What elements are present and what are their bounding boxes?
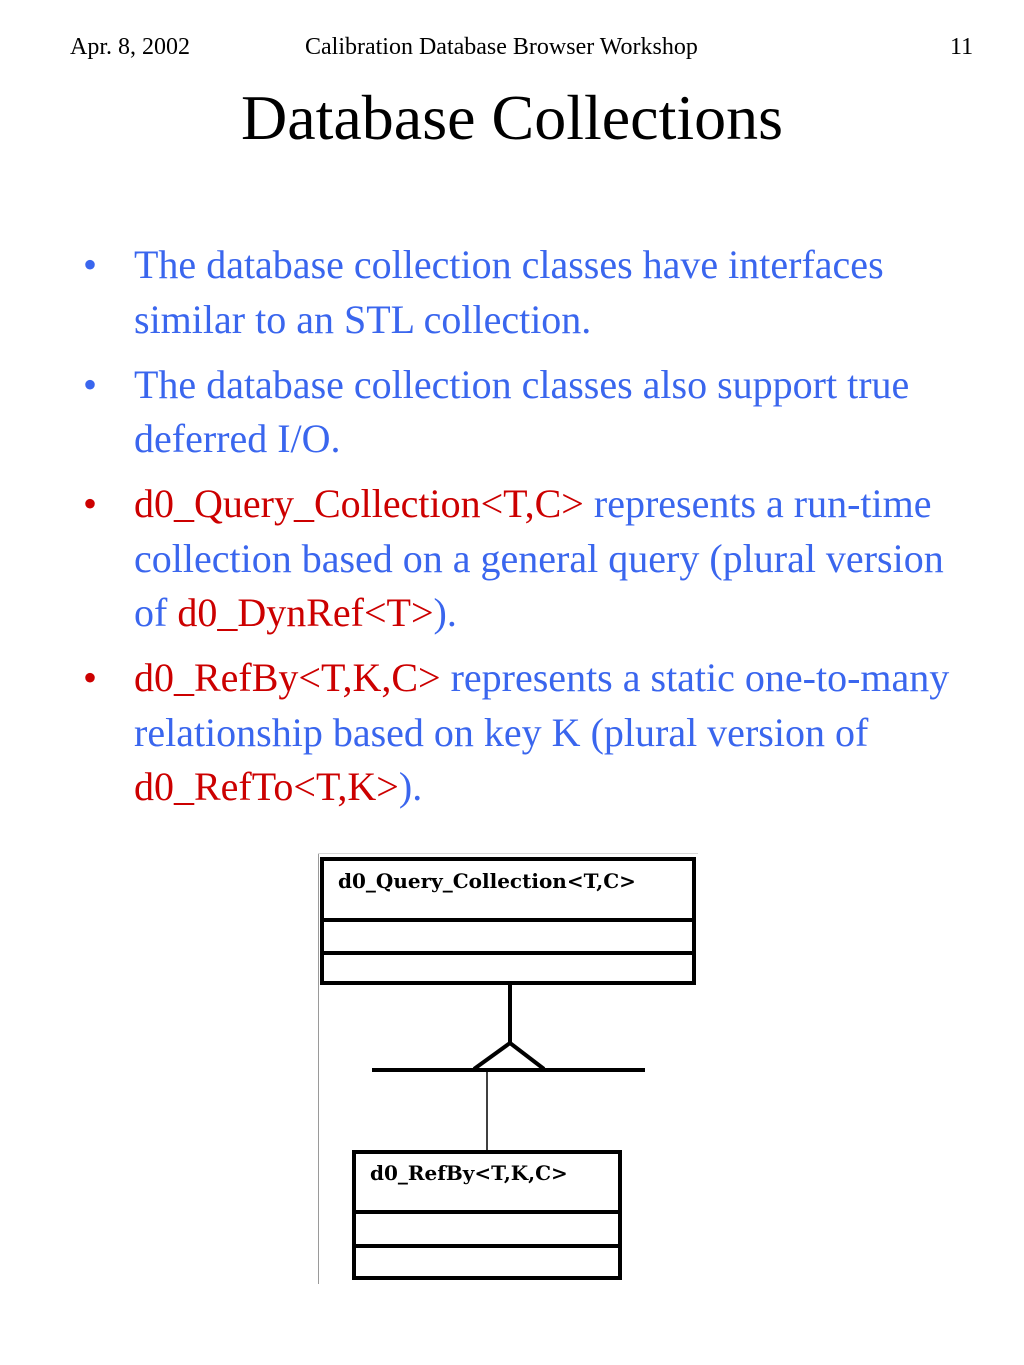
bullet-text: represents a run-time collection based o…: [134, 481, 944, 635]
generalization-arrow: [372, 985, 645, 1151]
code-reference: d0_RefBy<T,K,C>: [134, 655, 441, 700]
bullet-dot-icon: •: [83, 361, 98, 407]
bullet-item: • d0_RefBy<T,K,C> represents a static one…: [0, 651, 1024, 815]
bullet-item: • The database collection classes also su…: [0, 358, 1024, 467]
bullet-text: ).: [433, 590, 457, 635]
code-reference: d0_RefTo<T,K>: [134, 764, 399, 809]
child-class-box: d0_RefBy<T,K,C>: [352, 1150, 622, 1280]
header-date: Apr. 8, 2002: [70, 34, 190, 60]
slide-title: Database Collections: [240, 82, 784, 153]
page-number: 11: [950, 34, 974, 60]
bullet-text: The database collection classes also sup…: [134, 361, 910, 462]
bullet-dot-icon: •: [83, 655, 98, 700]
parent-class-box: d0_Query_Collection<T,C>: [320, 857, 696, 985]
bullet-item: • d0_Query_Collection<T,C> represents a r…: [0, 477, 1024, 641]
code-reference: d0_Query_Collection<T,C>: [134, 481, 584, 526]
bullet-list: • The database collection classes have in…: [0, 238, 1024, 825]
bullet-text: represents a static one-to-many relation…: [134, 655, 950, 755]
code-reference: d0_DynRef<T>: [177, 590, 434, 635]
bullet-text: ).: [398, 764, 423, 809]
child-class-name: d0_RefBy<T,K,C>: [370, 1161, 568, 1185]
bullet-text: The database collection classes have int…: [134, 242, 884, 342]
bullet-dot-icon: •: [83, 481, 98, 526]
parent-class-name: d0_Query_Collection<T,C>: [338, 869, 636, 893]
bullet-item: • The database collection classes have in…: [0, 238, 1024, 347]
header-title: Calibration Database Browser Workshop: [305, 34, 698, 60]
bullet-dot-icon: •: [83, 242, 98, 287]
